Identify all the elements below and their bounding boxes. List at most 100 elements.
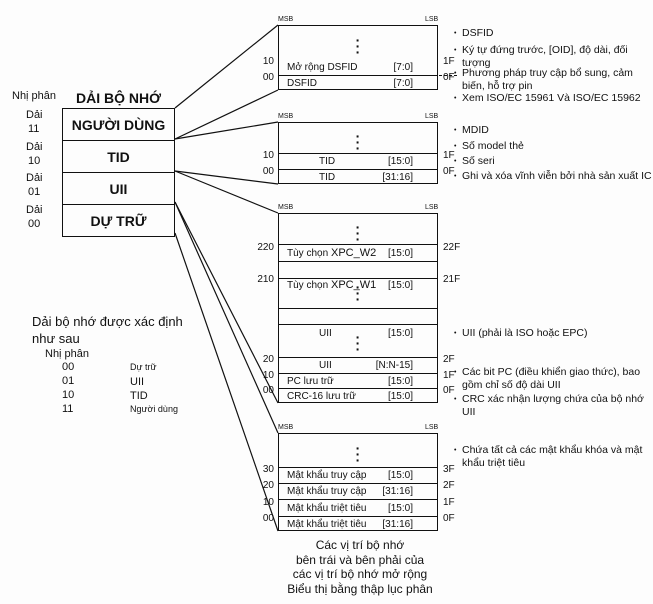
legend-code: 01 <box>62 375 75 387</box>
connector-line <box>174 170 279 214</box>
separator-line <box>279 278 437 279</box>
memory-row: UII[15:0] <box>279 308 437 357</box>
bank-side-label: Dải <box>26 109 43 121</box>
row-hex-address: 0F <box>443 385 455 396</box>
row-address: 00 <box>262 166 274 177</box>
memory-bank-2: UII <box>63 173 174 205</box>
memory-bank-3: DỰ TRỮ <box>90 212 147 229</box>
annotation-note: UII (phải là ISO hoặc EPC) <box>454 327 652 340</box>
row-hex-address: 1F <box>443 369 455 381</box>
row-bits: [15:0] <box>387 247 413 259</box>
connector-line <box>174 201 279 434</box>
annotation-note: Ký tự đứng trước, [OID], độ dài, đối tượ… <box>454 44 652 70</box>
annotation-note: Chứa tất cả các mật khẩu khóa và mật khẩ… <box>454 444 652 470</box>
row-hex-address: 1F <box>443 496 455 508</box>
legend-title: Dải bộ nhớ được xác định như sau <box>32 314 183 346</box>
binary-header: Nhị phân <box>12 90 57 102</box>
row-bits: [7:0] <box>393 61 413 73</box>
row-name: PC lưu trữ <box>287 375 334 387</box>
ellipsis-vertical-icon: ··· <box>355 32 361 60</box>
memory-bank-1: TID <box>63 141 174 173</box>
legend-name: UII <box>130 376 145 388</box>
row-hex-address: 1F <box>443 150 455 161</box>
row-hex-address: 2F <box>443 354 455 365</box>
row-address: 10 <box>262 369 274 381</box>
row-hex-address: 0F <box>443 166 455 177</box>
row-bits: [31:16] <box>382 519 413 530</box>
legend-name: Dự trữ <box>130 362 157 372</box>
row-bits: [7:0] <box>393 78 413 89</box>
row-address: 10 <box>262 56 274 67</box>
row-hex-address: 0F <box>443 513 455 524</box>
memory-row: Mật khẩu triệt tiêu [31:16] <box>279 516 437 532</box>
row-bits: [15:0] <box>387 279 413 291</box>
annotation-note: Số model thẻ <box>454 140 652 153</box>
memory-row: Mật khẩu truy cập [31:16] <box>279 483 437 499</box>
row-bits: [15:0] <box>387 391 413 402</box>
memory-row: Mật khẩu triệt tiêu [15:0] <box>279 499 437 516</box>
msb-label: MSB <box>278 204 294 211</box>
row-name: Mật khẩu triệt tiêu <box>287 519 367 530</box>
row-name: CRC-16 lưu trữ <box>287 391 356 402</box>
memory-row: UII [N:N-15] <box>279 357 437 373</box>
msb-label: MSB <box>278 424 294 431</box>
bank-side-code: 00 <box>28 217 41 230</box>
row-hex-address: 2F <box>443 480 455 491</box>
bank-side-code: 01 <box>28 186 41 198</box>
row-name: UII <box>319 327 332 339</box>
row-bits: [15:0] <box>387 502 413 514</box>
row-address: 00 <box>262 385 274 396</box>
memory-row: Mở rộng DSFID[7:0] <box>279 59 457 76</box>
lsb-label: LSB <box>425 113 439 120</box>
row-name: Mật khẩu truy cập <box>287 486 367 497</box>
row-name: Tùy chọn <box>287 279 329 291</box>
legend-code: 00 <box>62 361 75 373</box>
row-hex-address: 22F <box>443 241 461 253</box>
row-bits: [N:N-15] <box>375 360 413 371</box>
row-address: 20 <box>262 480 274 491</box>
caption-line: bên trái và bên phải của <box>295 552 425 567</box>
annotation-note: Ghi và xóa vĩnh viễn bởi nhà sản xuất IC <box>454 170 652 183</box>
annotation-note: DSFID <box>454 27 652 40</box>
row-name-2: XPC_W1 <box>331 279 377 291</box>
connector-line <box>174 121 279 140</box>
row-address: 10 <box>262 496 274 508</box>
row-name: TID <box>319 172 336 183</box>
legend-header: Nhị phân <box>45 348 90 360</box>
memory-row: Mật khẩu truy cập[15:0] <box>279 467 437 483</box>
ellipsis-vertical-icon: ··· <box>355 128 361 156</box>
ellipsis-vertical-icon: ··· <box>355 329 361 357</box>
caption-line: Biểu thị bằng thập lục phân <box>287 581 433 596</box>
separator-line <box>279 324 437 325</box>
row-address: 00 <box>262 72 274 83</box>
bank-side-label: Dải <box>26 140 43 153</box>
memory-row: DSFID [7:0] <box>279 75 437 91</box>
annotation-note: Phương pháp truy cập bổ sung, cảm biến, … <box>454 67 652 93</box>
row-address: 20 <box>262 354 274 365</box>
annotation-note: Các bit PC (điều khiển giao thức), bao g… <box>454 366 652 392</box>
row-name: DSFID <box>287 78 317 89</box>
msb-label: MSB <box>278 113 294 120</box>
row-address: 30 <box>262 464 274 475</box>
legend-code: 10 <box>62 389 75 401</box>
row-bits: [15:0] <box>387 470 413 481</box>
memory-map-box: ···Mật khẩu truy cập[15:0]Mật khẩu truy … <box>278 433 438 531</box>
connector-line <box>174 232 279 532</box>
row-name-2: XPC_W2 <box>331 247 377 259</box>
row-name: Mật khẩu triệt tiêu <box>287 502 367 514</box>
row-hex-address: 1F <box>443 56 455 67</box>
caption-line: Các vị trí bộ nhớ <box>315 538 405 552</box>
connector-line <box>174 201 279 404</box>
bank-side-code: 10 <box>28 154 41 167</box>
row-address: 00 <box>262 513 274 524</box>
row-hex-address: 0F <box>443 72 455 83</box>
row-name: UII <box>319 360 332 371</box>
memory-row: TID[15:0] <box>279 153 437 169</box>
row-bits: [31:16] <box>382 486 413 497</box>
row-name: TID <box>319 156 336 167</box>
